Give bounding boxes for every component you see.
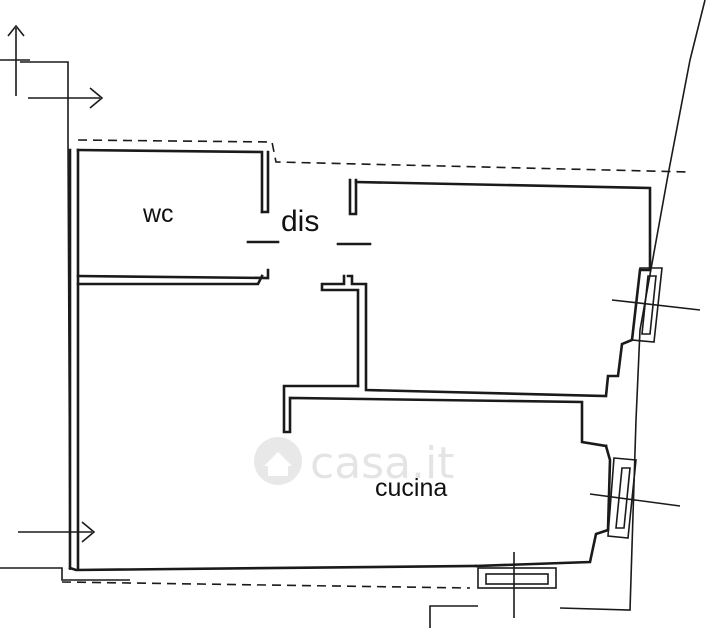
window-lower	[589, 457, 681, 539]
section-arrow-top	[0, 24, 30, 96]
watermark: casa.it	[254, 437, 455, 489]
walls	[68, 148, 652, 572]
arrow-right-icon	[28, 87, 104, 109]
bottom-boundary-dashed	[61, 581, 471, 589]
window-upper	[611, 267, 701, 343]
arrow-right-lower-icon	[18, 521, 96, 543]
property-boundary-dashed	[77, 139, 691, 173]
watermark-text: casa.it	[310, 438, 455, 489]
house-logo-icon	[254, 437, 302, 485]
room-label-dis: dis	[281, 205, 319, 238]
room-label-cucina: cucina	[375, 474, 447, 502]
room-label-wc: wc	[142, 200, 174, 228]
window-bottom	[477, 552, 557, 618]
